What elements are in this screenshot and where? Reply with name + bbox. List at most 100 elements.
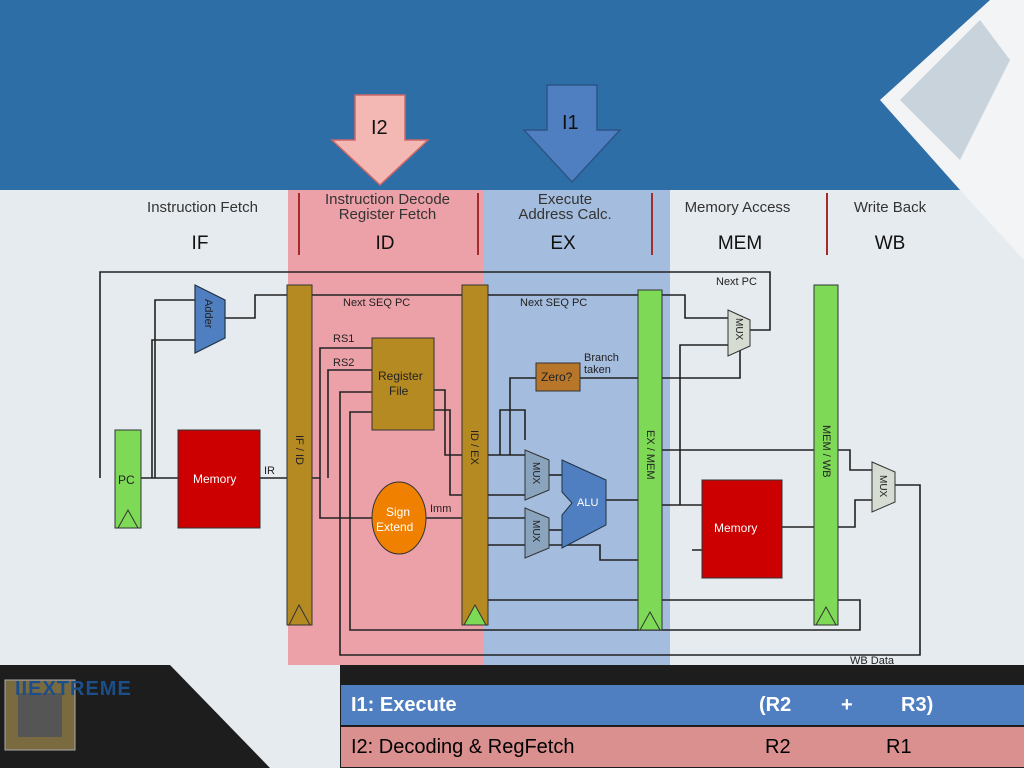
row1-operand-a: (R2 [759,694,792,716]
wire [225,294,287,319]
branch-label-1: Branch [584,352,619,364]
imem-label: Memory [193,472,237,486]
i1-arrow-icon [522,84,622,184]
data-memory [701,479,783,579]
stage-abbr-wb: WB [874,233,906,254]
id-ex-register [461,284,489,626]
exmem-label: EX / MEM [644,430,656,480]
wire [99,271,771,478]
wire [154,299,195,478]
ex-mem-register [637,289,663,631]
instruction-arrows [330,84,622,187]
wire [499,409,526,455]
mem-wb-register [813,284,839,626]
if-id-register [286,284,313,626]
regfile-label-2: File [389,384,409,398]
wire [679,344,728,505]
branch-mux [727,309,751,357]
i2-label: I2 [371,117,388,139]
stage-title-if: Instruction Fetch [147,199,258,216]
cpu-core-icon [18,693,62,737]
memwb-label: MEM / WB [820,425,832,478]
clock-triangle-icon [288,603,311,626]
wire [838,449,872,471]
alu [561,459,607,549]
sign-label-1: Sign [386,505,411,519]
ir-label: IR [264,465,275,477]
i1-label: I1 [562,112,579,134]
corner-decoration-shade [900,20,1010,160]
imm-label: Imm [430,503,452,515]
wbmux-label: MUX [877,475,888,498]
table-row: I1: Execute (R2 + R3) [341,685,1024,725]
zero-label: Zero? [541,370,573,384]
wire [339,391,921,656]
wire [319,478,372,519]
stage-abbr-ex: EX [550,233,576,254]
instruction-memory [177,429,261,529]
wire [434,409,462,496]
alu-label: ALU [577,497,599,509]
wire [151,339,195,478]
row2-name: I2: Decoding & RegFetch [351,736,575,758]
register-file [371,337,435,431]
sign-extend [371,481,427,555]
stage-separator [651,193,653,255]
sign-label-2: Extend [376,520,414,534]
wb-mux [871,461,896,513]
pc-label: PC [118,473,135,487]
wire [838,499,872,528]
stage-title-id-1: Instruction Decode [324,191,451,208]
stage-separator [477,193,479,255]
stage-abbr-id: ID [375,233,395,254]
i2-arrow-icon [330,94,430,187]
stage-separator [826,193,828,255]
stage-title-wb: Write Back [853,199,927,216]
wire [327,369,372,478]
row2-operand-b: R1 [886,736,912,758]
rs1-label: RS1 [333,333,355,345]
wire [349,411,861,631]
row1-operator: + [841,694,853,716]
clock-triangle-icon [117,508,139,529]
stage-title-id-2: Register Fetch [338,206,437,223]
clock-triangle-icon [815,605,837,626]
stage-title-ex-1: Execute [537,191,593,208]
alu-mux-bottom [524,507,550,559]
branchmux-label: MUX [733,318,744,341]
stage-abbr-if: IF [191,233,209,254]
stage-abbr-mem: MEM [717,233,763,254]
ifid-label: IF / ID [293,435,305,465]
footer-decor [4,665,340,768]
mux1-label: MUX [530,462,541,485]
next-seq-pc-label-1: Next SEQ PC [343,297,411,309]
wire [580,350,741,379]
rs2-label: RS2 [333,357,355,369]
adder-label: Adder [202,299,214,329]
stage-separator [298,193,300,255]
table-row: I2: Decoding & RegFetch R2 R1 [341,727,1024,767]
wire [312,347,372,479]
dmem-label: Memory [714,521,758,535]
branch-label-2: taken [584,364,611,376]
stage-title-mem: Memory Access [684,199,791,216]
mux2-label: MUX [530,520,541,543]
wire [509,377,536,455]
wire [434,389,462,456]
brand-logo: IIEXTREME [15,678,132,700]
row1-operand-b: R3) [901,694,934,716]
idex-label: ID / EX [468,430,480,465]
adder-block [194,284,226,354]
clock-triangle-icon [463,603,487,626]
footer-diagonal [170,665,340,768]
header-banner [0,0,1024,190]
regfile-label-1: Register [378,369,423,383]
row2-operand-a: R2 [765,736,791,758]
wire [662,294,728,319]
clock-triangle-icon [639,610,661,631]
zero-check [535,362,581,392]
row1-name: I1: Execute [351,694,457,716]
wb-data-label: WB Data [850,655,895,667]
